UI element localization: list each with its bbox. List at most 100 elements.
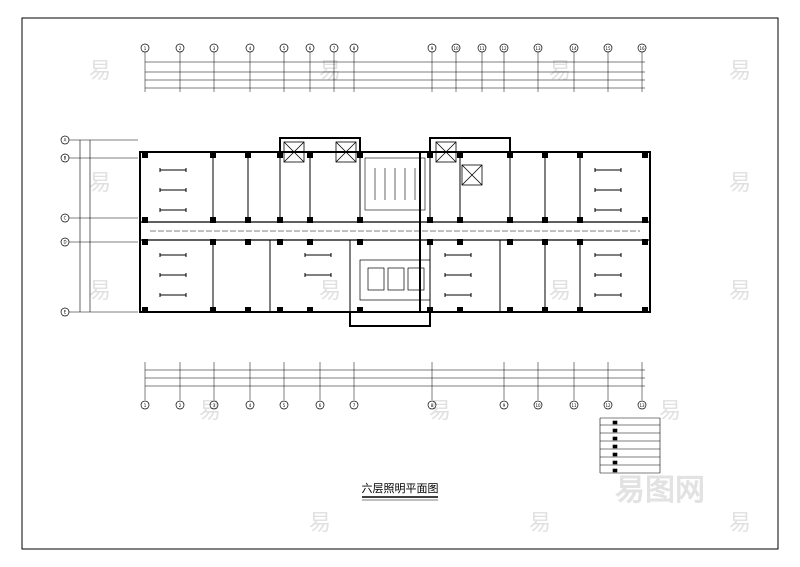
axis-bubble: 11	[569, 362, 579, 410]
watermark-glyph: 易	[549, 59, 571, 84]
fluorescent-lamp	[594, 253, 622, 257]
watermark-glyph: 易	[429, 399, 451, 424]
fluorescent-lamp	[594, 208, 622, 212]
watermark-glyph: 易	[529, 511, 551, 536]
legend-symbol	[612, 468, 618, 473]
axis-bubble: 3	[209, 362, 219, 410]
fluorescent-lamp	[159, 253, 187, 257]
axis-bubble: 7	[349, 362, 359, 410]
axis-bubble: 11	[477, 43, 487, 92]
column	[277, 239, 283, 245]
svg-text:12: 12	[501, 46, 507, 51]
watermark-glyph: 易	[319, 59, 341, 84]
column	[142, 217, 148, 223]
svg-text:E: E	[64, 310, 67, 315]
drawing-title: 六层照明平面图	[362, 482, 439, 495]
axis-bubble: D	[60, 237, 138, 247]
axis-bubble: 2	[175, 362, 185, 410]
column	[277, 307, 283, 313]
column	[642, 307, 648, 313]
axis-bubble: 3	[209, 43, 219, 92]
column	[507, 152, 513, 158]
column	[357, 152, 363, 158]
column	[542, 152, 548, 158]
svg-text:C: C	[64, 216, 67, 221]
fluorescent-lamp	[594, 293, 622, 297]
fluorescent-lamp	[594, 168, 622, 172]
svg-text:4: 4	[249, 403, 252, 408]
svg-text:7: 7	[353, 403, 356, 408]
svg-text:9: 9	[431, 46, 434, 51]
column	[642, 217, 648, 223]
fluorescent-lamp	[444, 273, 472, 277]
axis-bubble: 13	[533, 43, 543, 92]
top-dimension-lines	[145, 61, 645, 89]
column	[245, 152, 251, 158]
svg-text:16: 16	[639, 46, 645, 51]
legend-symbol	[612, 460, 618, 465]
watermark-glyph: 易	[319, 279, 341, 304]
axis-bubble: 5	[279, 43, 289, 92]
watermark-glyph: 易	[729, 511, 751, 536]
watermark-glyph: 易	[199, 399, 221, 424]
svg-text:3: 3	[213, 403, 216, 408]
svg-text:D: D	[63, 240, 66, 245]
fluorescent-lamp	[304, 273, 332, 277]
svg-text:10: 10	[535, 403, 541, 408]
fluorescent-lamp	[159, 293, 187, 297]
svg-text:5: 5	[283, 46, 286, 51]
fluorescent-lamp	[444, 253, 472, 257]
svg-text:A: A	[64, 138, 67, 143]
column	[357, 239, 363, 245]
column	[542, 307, 548, 313]
fluorescent-lamp	[159, 168, 187, 172]
watermark-brand: 易图网	[615, 473, 705, 508]
svg-text:13: 13	[639, 403, 645, 408]
column	[307, 239, 313, 245]
fluorescent-lamp	[159, 273, 187, 277]
watermark-glyph: 易	[549, 279, 571, 304]
axis-bubble: 13	[637, 362, 647, 410]
column	[427, 217, 433, 223]
column	[457, 152, 463, 158]
column	[142, 152, 148, 158]
svg-text:3: 3	[213, 46, 216, 51]
axis-bubble: A	[60, 135, 138, 145]
column	[277, 152, 283, 158]
column	[357, 307, 363, 313]
axis-bubble: 12	[499, 43, 509, 92]
watermark-glyph: 易	[729, 59, 751, 84]
column	[457, 217, 463, 223]
watermark-glyph: 易	[659, 399, 681, 424]
column	[577, 307, 583, 313]
column	[642, 152, 648, 158]
column	[577, 239, 583, 245]
drawing-frame	[21, 17, 779, 550]
fluorescent-lamp	[159, 208, 187, 212]
column	[210, 239, 216, 245]
column	[142, 307, 148, 313]
lower-stair-core	[359, 259, 431, 301]
watermark-glyph: 易	[309, 511, 331, 536]
column	[142, 239, 148, 245]
column	[307, 152, 313, 158]
svg-text:10: 10	[453, 46, 459, 51]
column	[457, 307, 463, 313]
watermark-glyph: 易	[729, 279, 751, 304]
column	[357, 217, 363, 223]
watermark-layer: 易易易易易易易易易易易易易易易易	[89, 59, 751, 536]
elevator-core	[283, 141, 483, 186]
column	[245, 217, 251, 223]
left-dimension-lines	[79, 140, 91, 312]
axis-bubble: 10	[533, 362, 543, 410]
svg-text:9: 9	[503, 403, 506, 408]
legend-symbol	[612, 420, 618, 425]
axis-bubble: 4	[245, 43, 255, 92]
column	[245, 239, 251, 245]
axis-bubble: 14	[569, 43, 579, 92]
svg-text:1: 1	[144, 46, 147, 51]
structural-columns	[142, 152, 648, 313]
column	[507, 307, 513, 313]
watermark-glyph: 易	[729, 171, 751, 196]
